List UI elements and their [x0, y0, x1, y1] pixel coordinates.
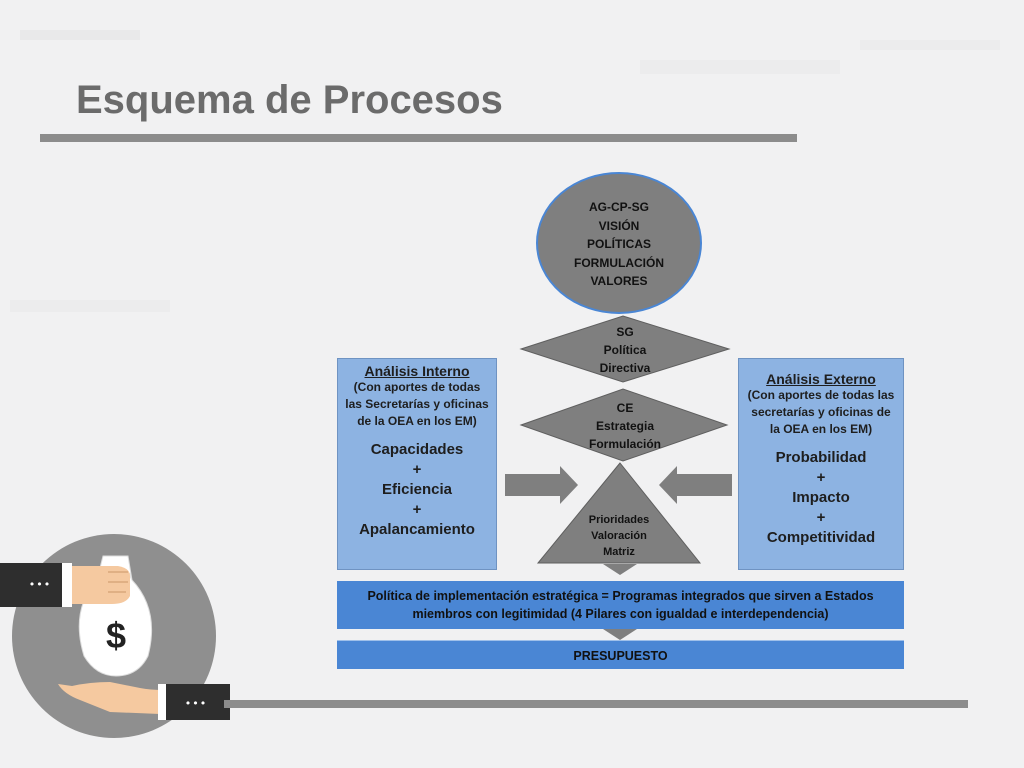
ce-diamond — [519, 388, 729, 462]
analisis-interno-heading: Análisis Interno — [364, 363, 470, 379]
chevron-down-icon — [603, 564, 637, 575]
ce-line: CE — [616, 401, 634, 415]
analisis-interno-note: (Con aportes de todas las Secretarías y … — [345, 380, 489, 428]
right-arrow-icon — [505, 466, 578, 504]
priorities-triangle — [536, 462, 702, 564]
oval-line: VALORES — [590, 274, 648, 288]
oval-line: VISIÓN — [598, 218, 640, 233]
analisis-interno-item: + — [412, 461, 422, 478]
upper-sleeve-dots: ••• — [28, 578, 52, 591]
analisis-interno-item: Eficiencia — [381, 481, 453, 498]
oval-line: POLÍTICAS — [586, 237, 651, 251]
triangle-line: Prioridades — [588, 514, 650, 526]
analisis-interno-item: + — [412, 501, 422, 518]
analisis-externo-item: Probabilidad — [775, 449, 867, 466]
sg-diamond-text: SG Política Directiva — [570, 323, 680, 377]
analisis-externo-item: Impacto — [792, 489, 850, 506]
politica-implementacion-bar: Política de implementación estratégica =… — [337, 581, 904, 629]
ce-line: Formulación — [588, 437, 661, 451]
triangle-line: Matriz — [603, 546, 635, 558]
page-title: Esquema de Procesos — [76, 78, 503, 122]
lower-hand-icon — [58, 682, 230, 720]
analisis-interno-item: Capacidades — [370, 441, 464, 458]
dollar-sign: $ — [105, 615, 127, 656]
triangle-text: Prioridades Valoración Matriz — [568, 512, 670, 560]
lower-sleeve-dots: ••• — [184, 697, 208, 710]
analisis-externo-item: Competitividad — [766, 529, 876, 546]
ce-diamond-text: CE Estrategia Formulación — [570, 399, 680, 453]
sg-line: Política — [603, 343, 647, 357]
oval-line: FORMULACIÓN — [574, 255, 664, 270]
vision-oval — [536, 172, 702, 314]
bottom-divider — [224, 700, 968, 708]
analisis-externo-item: + — [816, 469, 826, 486]
analisis-interno-item: Apalancamiento — [359, 521, 475, 538]
upper-hand-icon — [0, 563, 130, 607]
oval-line: AG-CP-SG — [589, 200, 649, 214]
sg-line: SG — [616, 325, 634, 339]
analisis-externo-box: Análisis Externo (Con aportes de todas l… — [738, 358, 904, 570]
sg-diamond — [519, 315, 731, 383]
analisis-externo-item: + — [816, 509, 826, 526]
analisis-externo-note: (Con aportes de todas las secretarías y … — [747, 388, 895, 436]
presupuesto-bar: PRESUPUESTO — [337, 640, 904, 669]
sg-line: Directiva — [599, 361, 651, 375]
analisis-externo-heading: Análisis Externo — [766, 371, 876, 387]
chevron-down-icon — [603, 629, 637, 640]
title-divider — [40, 134, 797, 142]
triangle-line: Valoración — [591, 530, 647, 542]
analisis-interno-box: Análisis Interno (Con aportes de todas l… — [337, 358, 497, 570]
vision-oval-text: AG-CP-SG VISIÓN POLÍTICAS FORMULACIÓN VA… — [548, 198, 690, 291]
left-arrow-icon — [659, 466, 732, 504]
ce-line: Estrategia — [595, 419, 655, 433]
